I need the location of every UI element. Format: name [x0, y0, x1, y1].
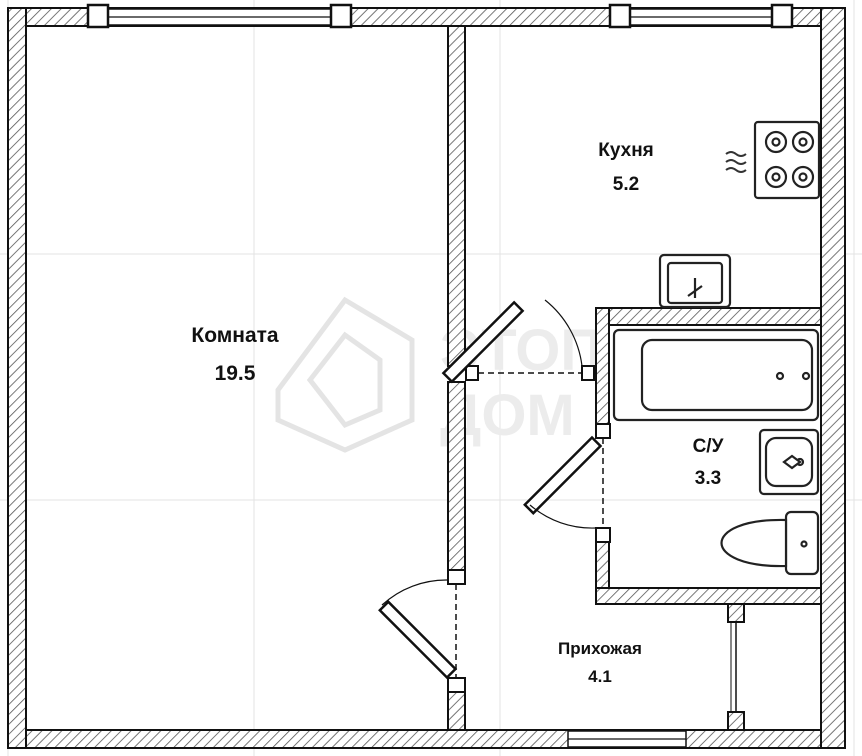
window-icon: [567, 730, 687, 748]
stove-icon: [753, 120, 821, 200]
bathtub-icon: [612, 328, 820, 422]
interior-walls: [447, 25, 822, 731]
sink-icon: [658, 253, 732, 309]
door-icon: [523, 423, 611, 543]
room-name-bathroom: С/У: [692, 436, 724, 457]
toilet-icon: [720, 510, 820, 576]
windows: [86, 3, 794, 748]
room-area-bathroom: 3.3: [694, 468, 722, 489]
watermark-logo: ЭТОП ДОМ: [275, 296, 602, 453]
room-area-hallway: 4.1: [588, 667, 612, 686]
window-icon: [608, 3, 794, 29]
door-icon: [730, 622, 737, 712]
room-area-living: 19.5: [214, 362, 256, 385]
room-name-kitchen: Кухня: [598, 140, 654, 161]
room-name-hallway: Прихожая: [558, 639, 642, 658]
door-icon: [378, 569, 466, 693]
window-icon: [86, 3, 353, 29]
door-icon: [441, 299, 595, 384]
room-name-living: Комната: [191, 324, 279, 347]
room-area-kitchen: 5.2: [612, 174, 640, 195]
ventilation-icon: [725, 151, 747, 173]
washbasin-icon: [758, 428, 820, 496]
